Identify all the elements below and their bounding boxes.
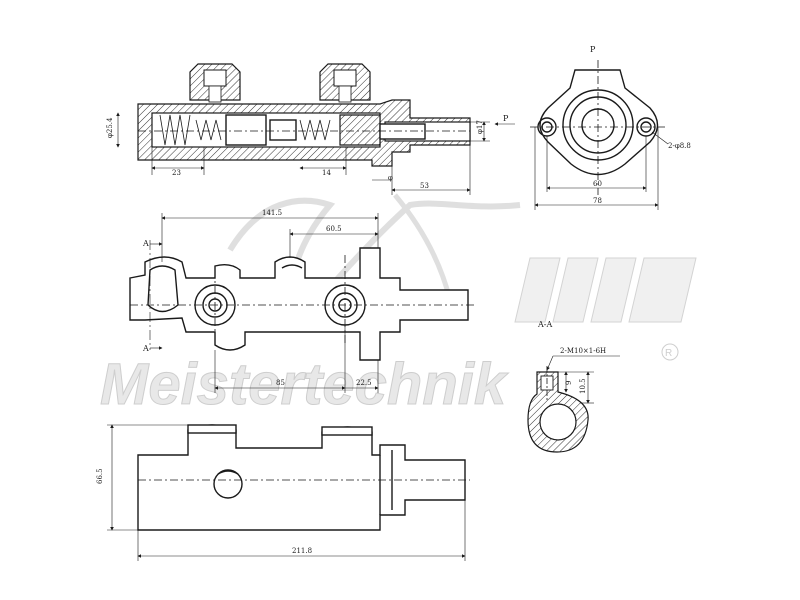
- dim-phi: φ: [388, 174, 393, 182]
- dim-60: 60: [593, 180, 602, 188]
- dim-thread: 2-M10×1-6H: [560, 347, 606, 355]
- label-arrow-p: P: [503, 114, 509, 123]
- dim-211-8: 211.8: [292, 547, 312, 555]
- label-section-a-a: A-A: [537, 320, 552, 329]
- dim-141-5: 141.5: [262, 209, 282, 217]
- watermark-stripes: [514, 257, 697, 323]
- watermark-text: Meistertechnik: [100, 352, 509, 417]
- dim-bore-diameter: φ25.4: [106, 117, 114, 138]
- brand-watermark: Meistertechnik R: [100, 193, 697, 418]
- dim-66-5: 66.5: [96, 468, 104, 484]
- section-a-a: A-A 2-M10×1-6H 9 10.5: [527, 320, 620, 453]
- end-view-p: P 60 78 2-φ8.8: [530, 45, 691, 210]
- dim-10-5: 10.5: [579, 378, 587, 394]
- watermark-registered-mark: R: [665, 348, 672, 359]
- label-view-p: P: [590, 45, 596, 54]
- dim-85: 85: [276, 379, 285, 387]
- dim-22-5: 22.5: [356, 379, 372, 387]
- label-section-a-top: A: [142, 239, 149, 248]
- dim-78: 78: [593, 197, 602, 205]
- label-section-a-bottom: A: [142, 344, 149, 353]
- dim-23: 23: [172, 169, 181, 177]
- dim-9: 9: [565, 381, 573, 385]
- dim-53: 53: [420, 182, 429, 190]
- dim-60-5: 60.5: [326, 225, 342, 233]
- top-view: A A 141.5 60.5 85 22.5: [129, 209, 475, 393]
- sectional-view: φ25.4 φ17 23 14 53 φ P: [106, 63, 515, 195]
- dim-14: 14: [322, 169, 331, 177]
- side-view: 66.5 211.8: [96, 424, 470, 561]
- dim-outlet-diameter: φ17: [476, 120, 484, 134]
- dim-mount-holes: 2-φ8.8: [668, 142, 691, 150]
